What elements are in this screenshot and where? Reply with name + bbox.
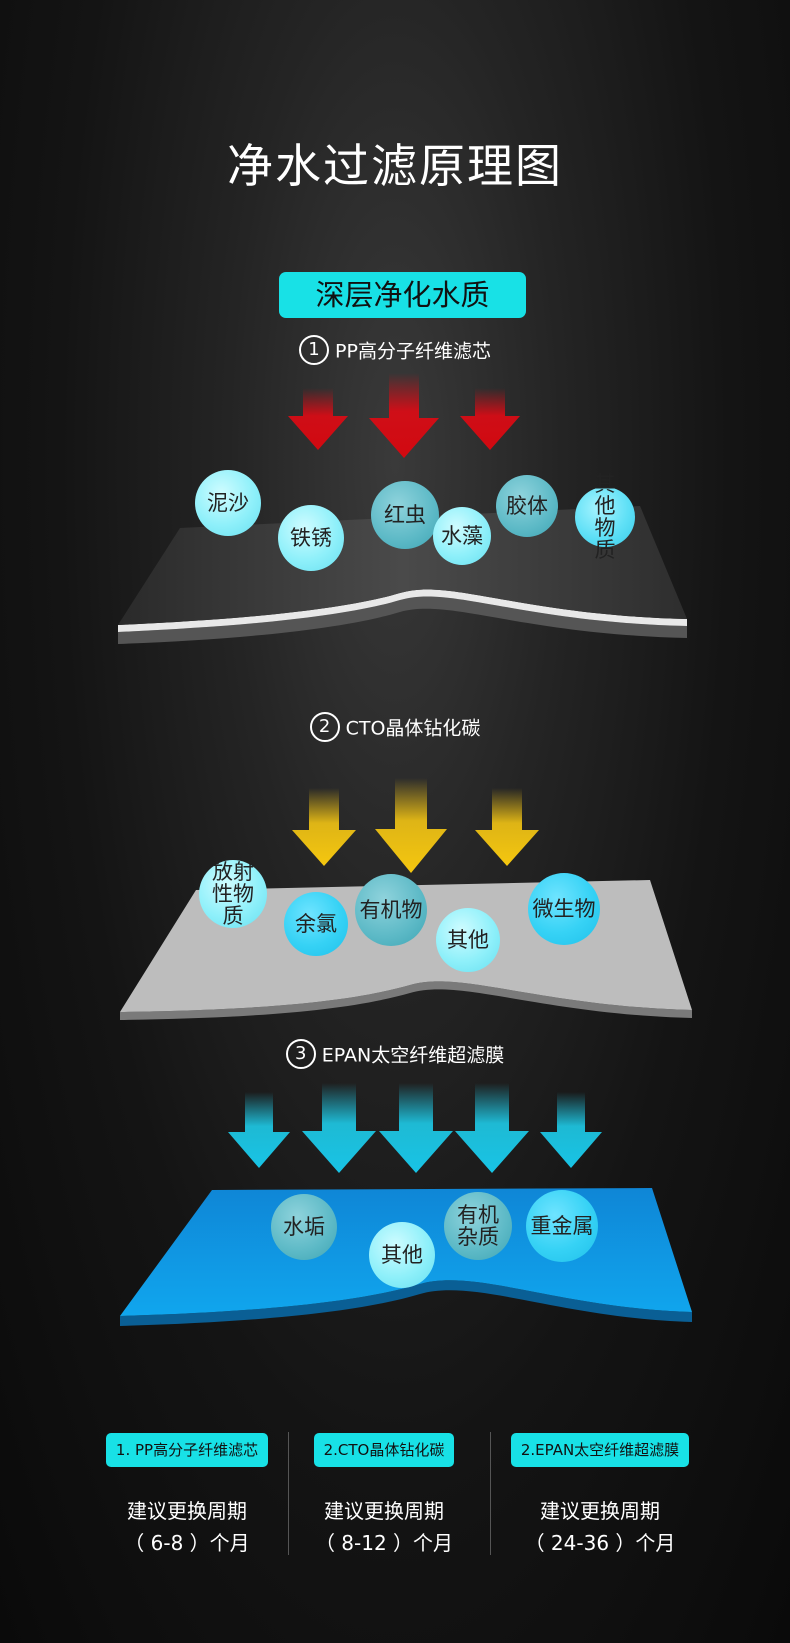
footer-column-1: 1. PP高分子纤维滤芯 建议更换周期 （ 6-8 ）个月 [67, 1433, 307, 1559]
arrow-down-icon [475, 788, 539, 866]
circled-number: 2 [309, 712, 340, 742]
contaminant-bubble: 有机物 [355, 874, 427, 946]
contaminant-bubble: 其他物质 [575, 473, 635, 561]
footer-badge: 2.EPAN太空纤维超滤膜 [510, 1433, 690, 1467]
contaminant-bubble: 胶体 [496, 475, 558, 537]
footer-badge: 1. PP高分子纤维滤芯 [105, 1433, 269, 1467]
arrow-down-icon [228, 1092, 290, 1168]
arrow-down-icon [455, 1083, 529, 1173]
footer-column-2: 2.CTO晶体钻化碳 建议更换周期 （ 8-12 ）个月 [264, 1433, 504, 1559]
contaminant-bubble: 其他 [369, 1222, 435, 1288]
contaminant-bubble: 铁锈 [278, 505, 344, 571]
replace-cycle-value: （ 8-12 ）个月 [314, 1531, 454, 1555]
contaminant-bubble: 放射性物质 [199, 860, 267, 928]
contaminant-bubble: 有机杂质 [444, 1192, 512, 1260]
arrow-down-icon [288, 388, 348, 450]
arrow-group-1 [288, 373, 520, 458]
replace-cycle-label: 建议更换周期 [540, 1499, 660, 1523]
replace-cycle-value: （ 24-36 ）个月 [524, 1531, 676, 1555]
arrow-down-icon [379, 1083, 453, 1173]
arrow-group-3 [228, 1083, 602, 1173]
circled-number: 1 [299, 335, 330, 365]
contaminant-bubble: 微生物 [528, 873, 600, 945]
arrow-down-icon [369, 373, 439, 458]
footer-badge: 2.CTO晶体钻化碳 [313, 1433, 455, 1467]
replace-cycle-value: （ 6-8 ）个月 [124, 1531, 250, 1555]
arrow-group-2 [292, 778, 539, 873]
contaminant-bubble: 余氯 [284, 892, 348, 956]
arrow-down-icon [375, 778, 447, 873]
contaminant-bubble: 红虫 [371, 481, 439, 549]
arrow-down-icon [540, 1092, 602, 1168]
section-badge: 深层净化水质 [279, 272, 526, 318]
page-title: 净水过滤原理图 [227, 139, 563, 193]
footer-divider [490, 1432, 491, 1555]
filter-layer-1 [118, 506, 687, 644]
footer-column-3: 2.EPAN太空纤维超滤膜 建议更换周期 （ 24-36 ）个月 [480, 1433, 720, 1559]
contaminant-bubble: 重金属 [526, 1190, 598, 1262]
circled-number: 3 [285, 1039, 316, 1069]
replace-cycle-label: 建议更换周期 [127, 1499, 247, 1523]
footer-divider [288, 1432, 289, 1555]
contaminant-bubble: 其他 [436, 908, 500, 972]
contaminant-bubble: 水藻 [433, 507, 491, 565]
replace-cycle-label: 建议更换周期 [324, 1499, 444, 1523]
arrow-down-icon [460, 388, 520, 450]
contaminant-bubble: 泥沙 [195, 470, 261, 536]
arrow-down-icon [292, 788, 356, 866]
arrow-down-icon [302, 1083, 376, 1173]
contaminant-bubble: 水垢 [271, 1194, 337, 1260]
